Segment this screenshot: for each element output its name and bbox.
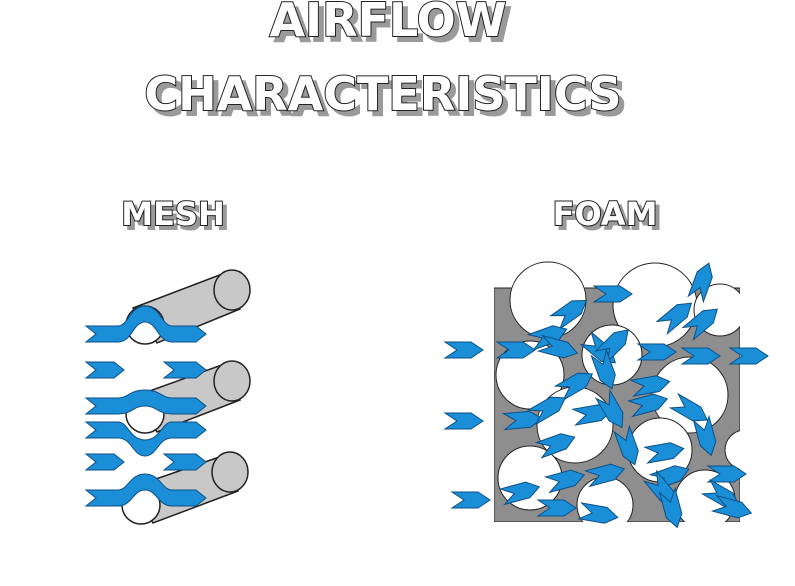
mesh-flow-arrow (84, 389, 207, 415)
diagram-title: AIRFLOW AIRFLOW CHARACTERISTICS CHARACTE… (143, 0, 627, 127)
mesh-flow-arrow (162, 361, 207, 379)
svg-text:CHARACTERISTICS: CHARACTERISTICS (149, 72, 626, 126)
mesh-flow-arrow (84, 361, 125, 379)
foam-cell (509, 261, 587, 339)
svg-text:FOAM: FOAM (557, 199, 662, 237)
mesh-panel (84, 269, 251, 525)
mesh-flow-arrow (84, 305, 207, 343)
mesh-flow-arrow (84, 473, 207, 507)
mesh-flow-arrow (84, 453, 125, 471)
mesh-label: MESH (121, 195, 225, 233)
foam-panel (440, 250, 795, 552)
foam-label: FOAM (553, 195, 658, 233)
title-line-2: CHARACTERISTICS (144, 67, 621, 121)
mesh-flow-arrow (162, 453, 207, 471)
svg-text:MESH: MESH (125, 199, 229, 237)
svg-text:AIRFLOW: AIRFLOW (274, 0, 511, 52)
title-line-1: AIRFLOW (269, 0, 506, 47)
mesh-flow-arrow (84, 421, 207, 457)
